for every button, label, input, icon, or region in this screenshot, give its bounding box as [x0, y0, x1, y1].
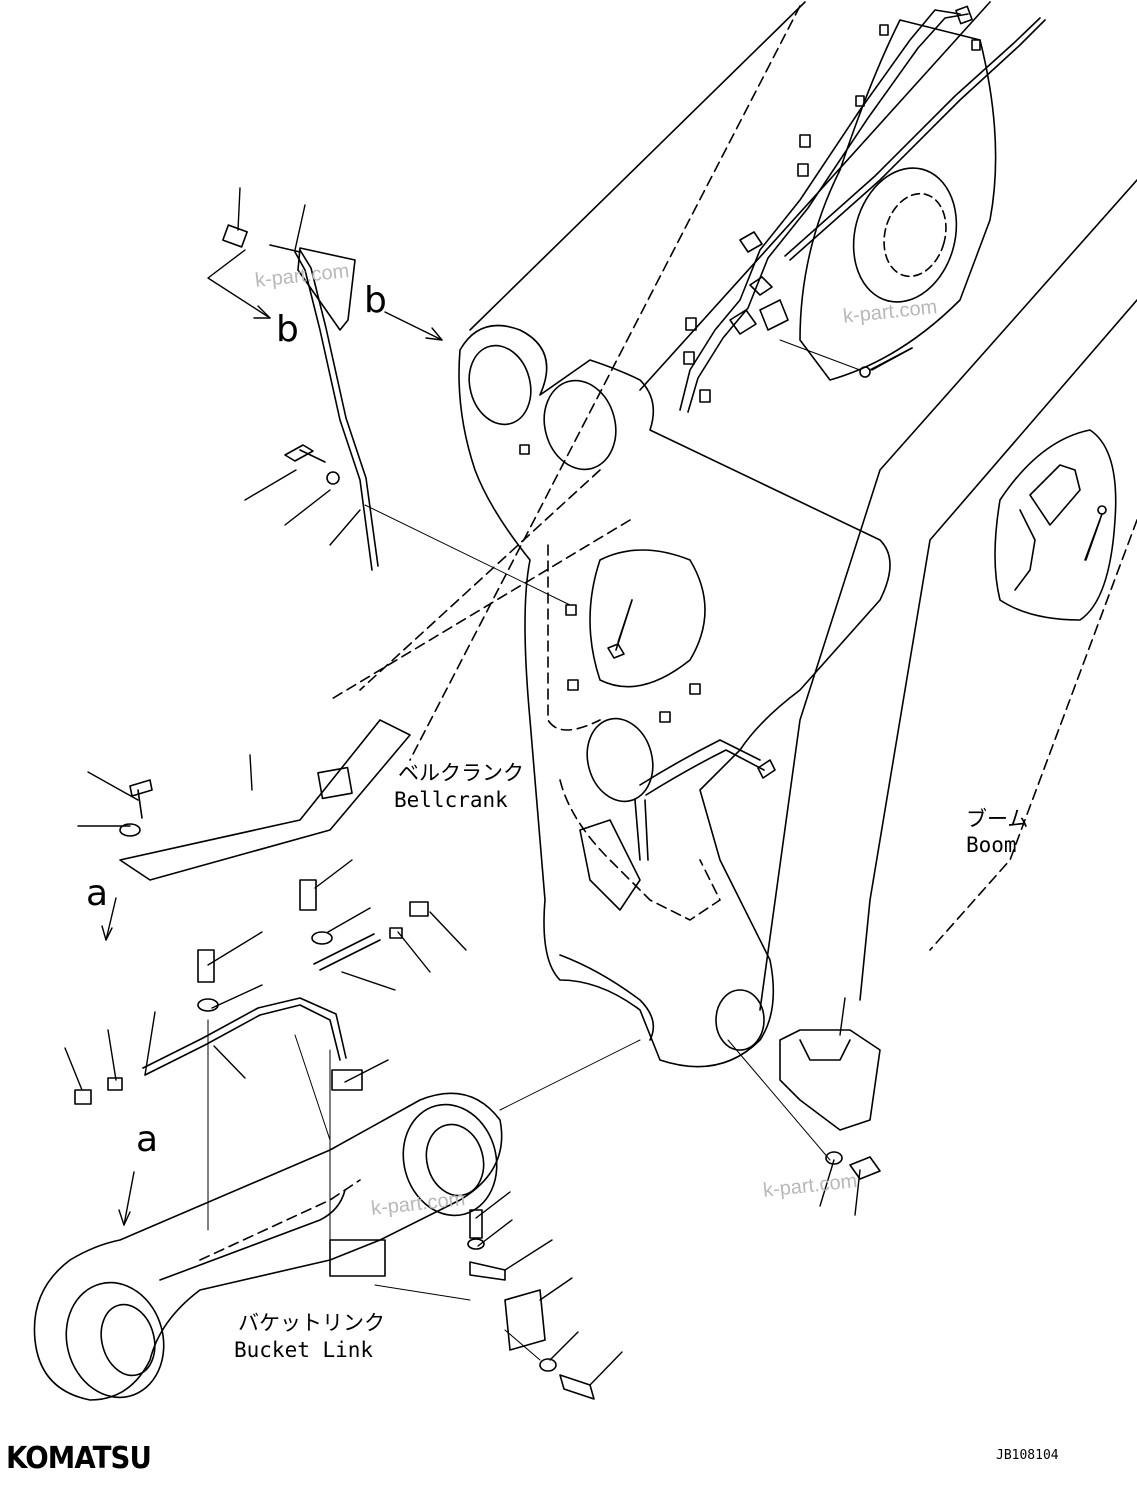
- bucket-link-label-jp: バケットリンク: [238, 1311, 385, 1335]
- boom-outline: [329, 1, 1137, 1011]
- drawing-code: JB108104: [996, 1448, 1059, 1463]
- komatsu-logo: KOMATSU: [6, 1441, 152, 1476]
- boom-end-plate: [799, 19, 997, 381]
- view-arrows: [101, 249, 443, 1226]
- bellcrank-label-jp: ベルクランク: [398, 761, 524, 785]
- boom-grease-pipe: [679, 5, 1046, 413]
- cover-plate-a: [119, 719, 411, 881]
- bucket-link-label-en: Bucket Link: [234, 1338, 374, 1362]
- view-letter-a-upper: a: [86, 873, 109, 914]
- stopper-block: [779, 1029, 881, 1180]
- leader-lines: [64, 187, 1101, 1386]
- detail-b-inset: [994, 429, 1117, 621]
- grease-line-b: [222, 224, 379, 571]
- bellcrank: [458, 324, 891, 1068]
- projection-lines: [207, 339, 861, 1361]
- view-letter-a-lower: a: [136, 1119, 159, 1160]
- bucket-link: [33, 1092, 503, 1401]
- view-letter-b-mid: b: [364, 280, 387, 321]
- bellcrank-label-en: Bellcrank: [394, 788, 508, 812]
- view-letter-b-upper: b: [276, 309, 299, 350]
- pipe-assembly-a: [74, 879, 429, 1105]
- boom-label-jp: ブーム: [966, 807, 1029, 831]
- boom-label-en: Boom: [966, 833, 1017, 857]
